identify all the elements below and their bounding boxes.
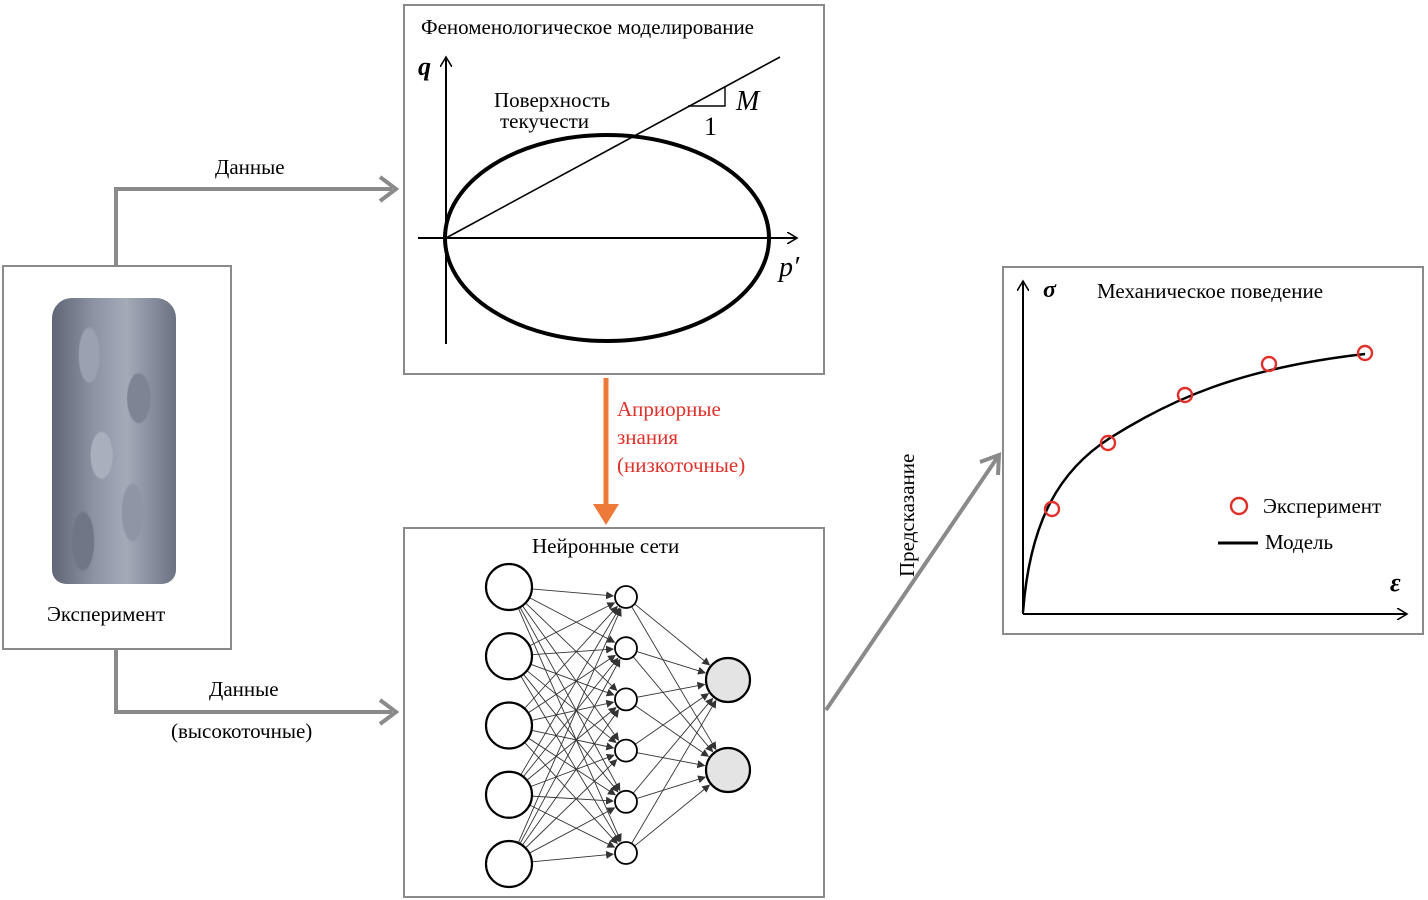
nn-connection	[517, 607, 622, 843]
nn-connection	[634, 693, 710, 745]
nn-connection	[522, 605, 620, 741]
nn-connection	[519, 658, 621, 844]
nn-connection	[529, 807, 616, 854]
legend-experiment-marker	[1229, 496, 1249, 516]
top-data-label: Данные	[215, 155, 285, 179]
bottom-data-arrow	[114, 650, 400, 726]
nn-connection	[529, 804, 616, 848]
nn-connection	[528, 737, 616, 796]
neural-title: Нейронные сети	[532, 534, 680, 558]
nn-hidden-node	[614, 738, 638, 763]
axis-p-label: p′	[779, 252, 800, 283]
nn-connection	[531, 850, 615, 863]
nn-hidden-node	[614, 841, 638, 865]
nn-connection	[521, 709, 620, 846]
nn-hidden-node	[614, 636, 638, 661]
nn-connection	[631, 699, 717, 844]
nn-connection	[531, 729, 615, 751]
yield-surface-label-2: текучести	[500, 109, 590, 133]
nn-hidden-node	[614, 687, 638, 712]
nn-connection	[526, 670, 617, 744]
model-curve	[1021, 352, 1366, 613]
nn-connection	[636, 681, 706, 698]
experiment-point	[1099, 434, 1117, 452]
nn-connection	[632, 656, 714, 753]
nn-output-node	[704, 656, 752, 704]
nn-connection	[525, 602, 618, 692]
nn-connection	[530, 663, 615, 697]
phenomenological-panel	[403, 4, 825, 375]
nn-input-node	[484, 839, 534, 889]
experiment-point	[1356, 344, 1374, 362]
prior-knowledge-line2: знания	[617, 425, 678, 449]
prior-knowledge-line3: (низкоточные)	[617, 453, 746, 477]
nn-connection	[524, 742, 618, 845]
yield-surface-label-1: Поверхность	[494, 88, 611, 112]
experiment-point	[1043, 500, 1061, 518]
experiment-point	[1260, 355, 1278, 373]
nn-connection	[531, 588, 615, 600]
critical-state-line	[445, 56, 781, 239]
top-data-arrow	[114, 175, 400, 265]
nn-connection	[634, 705, 710, 757]
nn-connection	[631, 606, 717, 751]
nn-connection	[526, 706, 617, 781]
axis-q-label: q	[418, 52, 431, 81]
nn-connection	[517, 607, 622, 844]
bottom-data-label: Данные	[209, 677, 279, 701]
nn-connection	[636, 775, 707, 799]
legend-model-label: Модель	[1265, 530, 1334, 554]
nn-connection	[531, 645, 615, 656]
axis-sigma-label: σ	[1043, 277, 1056, 303]
yield-ellipse	[443, 133, 771, 343]
nn-input-node	[484, 770, 534, 819]
slope-triangle	[688, 86, 726, 107]
prior-knowledge-line1: Априорные	[617, 397, 721, 421]
nn-connection	[519, 606, 621, 792]
mechanical-panel	[1002, 266, 1424, 635]
nn-connection	[636, 651, 707, 675]
nn-connection	[529, 602, 616, 647]
rock-sample-image	[52, 298, 176, 584]
nn-output-node	[704, 746, 752, 794]
nn-input-node	[484, 562, 534, 612]
slope-m-label: M	[736, 86, 760, 117]
mechanical-title: Механическое поведение	[1097, 279, 1324, 303]
nn-connection	[520, 607, 620, 776]
nn-connection	[531, 699, 615, 721]
bottom-data-sublabel: (высокоточные)	[171, 719, 313, 743]
nn-connection	[527, 654, 616, 714]
nn-input-node	[484, 632, 534, 681]
legend-experiment-label: Эксперимент	[1263, 494, 1382, 518]
nn-connection	[522, 657, 619, 778]
nn-connection	[525, 758, 618, 849]
experiment-label: Эксперимент	[47, 602, 166, 626]
nn-connection	[632, 697, 714, 794]
nn-connection	[523, 673, 619, 793]
nn-connection	[530, 753, 615, 788]
phenomenological-title: Феноменологическое моделирование	[421, 15, 755, 39]
nn-hidden-node	[614, 789, 638, 814]
nn-input-node	[484, 701, 534, 750]
nn-hidden-node	[614, 585, 638, 609]
nn-connection	[529, 597, 616, 643]
nn-connection	[634, 784, 711, 847]
prediction-arrow	[824, 452, 1002, 712]
neural-network-graph	[484, 562, 752, 889]
experiment-point	[1176, 386, 1194, 404]
axis-epsilon-label: ε	[1390, 568, 1401, 597]
nn-connection	[634, 603, 711, 666]
nn-connection	[636, 752, 706, 769]
prior-knowledge-arrow	[593, 378, 619, 525]
nn-connection	[524, 605, 618, 709]
yield-surface-plot	[418, 57, 796, 344]
slope-one-label: 1	[704, 112, 717, 141]
stress-strain-plot	[1023, 282, 1406, 614]
